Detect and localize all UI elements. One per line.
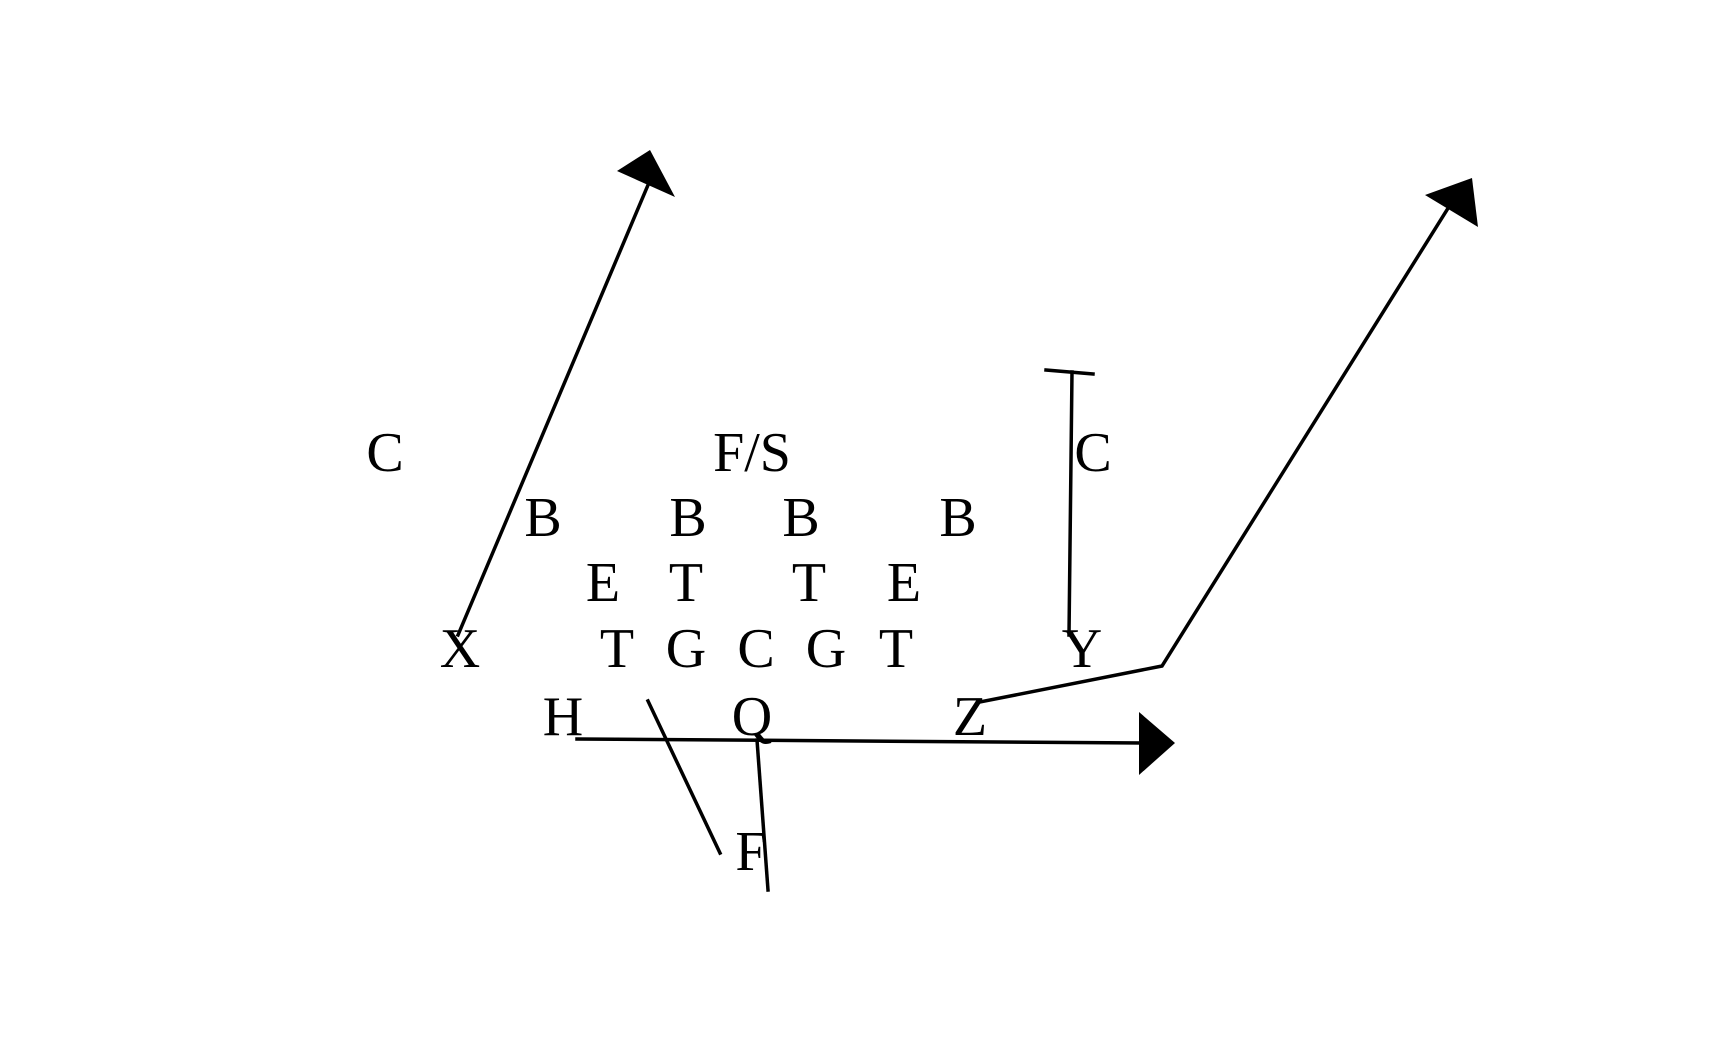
route-z-post: [977, 202, 1453, 705]
offense-center: C: [737, 618, 774, 680]
arrow-head-x-route: [617, 150, 675, 197]
route-y-block: [1067, 370, 1074, 637]
route-h-flat: [575, 737, 1146, 745]
route-quarterback-drop: [755, 738, 770, 892]
defense-tackle-right: T: [792, 552, 826, 614]
arrow-head-z-route: [1425, 178, 1478, 227]
offense-flanker: Z: [953, 686, 987, 748]
route-x-streak: [455, 182, 651, 638]
defense-linebacker-1: B: [524, 487, 561, 549]
offense-tackle-left: T: [600, 618, 634, 680]
defense-tackle-left: T: [669, 552, 703, 614]
route-fullback-path: [645, 698, 723, 856]
defense-linebacker-3: B: [782, 487, 819, 549]
offense-guard-right: G: [806, 618, 846, 680]
defense-linebacker-2: B: [669, 487, 706, 549]
defense-end-right: E: [887, 552, 921, 614]
defense-corner-left: C: [366, 422, 403, 484]
offense-quarterback: Q: [732, 686, 772, 748]
defense-free-safety: F/S: [713, 422, 791, 484]
defense-end-left: E: [586, 552, 620, 614]
defense-linebacker-4: B: [939, 487, 976, 549]
defense-corner-right: C: [1074, 422, 1111, 484]
route-y-block-cap: [1044, 368, 1095, 376]
offense-guard-left: G: [666, 618, 706, 680]
offense-fullback: F: [735, 821, 766, 883]
offense-tackle-right: T: [879, 618, 913, 680]
arrow-head-h-route: [1139, 712, 1175, 775]
